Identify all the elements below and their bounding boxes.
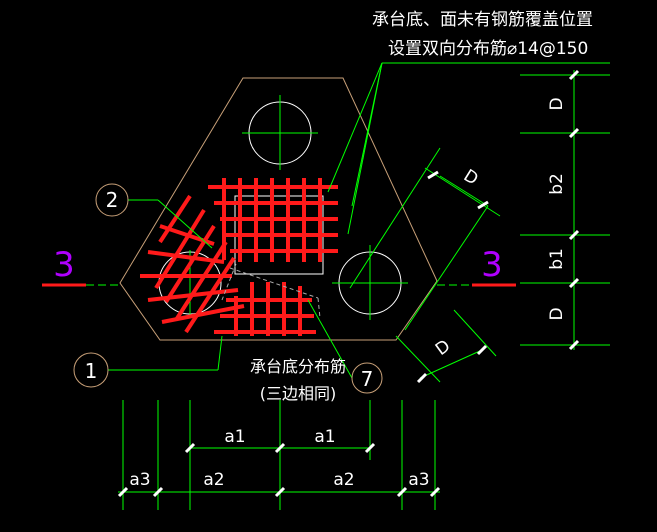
- dim-right-b1: b1: [547, 248, 567, 270]
- rebar-mesh-center: [208, 178, 338, 262]
- note-leaders: [327, 62, 610, 235]
- pile-cap-outline: [119, 77, 438, 341]
- dim-bottom-a1-left: a1: [224, 427, 245, 447]
- section-mark-right: 3: [481, 245, 503, 285]
- callout-1-label: 1: [85, 359, 98, 383]
- dimension-right-ticks: [568, 69, 580, 351]
- callout-circles: [73, 183, 383, 394]
- note-line-1: 承台底、面未有钢筋覆盖位置: [372, 10, 593, 30]
- callout-7-label: 7: [361, 367, 374, 391]
- dim-bottom-a3-left: a3: [129, 470, 150, 490]
- rebar-mesh-left: [140, 194, 245, 334]
- callout-leaders: [108, 199, 353, 379]
- dim-right-b2: b2: [547, 173, 567, 195]
- bottom-label-line-2: (三边相同): [260, 384, 337, 403]
- dimension-diagonal-ticks: [416, 170, 489, 384]
- note-line-2: 设置双向分布筋⌀14@150: [388, 39, 588, 59]
- dim-bottom-a1-right: a1: [314, 427, 335, 447]
- dim-bottom-a2-right: a2: [333, 470, 354, 490]
- bottom-label-line-1: 承台底分布筋: [250, 357, 346, 376]
- reference-diagonals: [221, 263, 321, 319]
- callout-circle-7: [351, 362, 383, 394]
- callout-circle-2: [95, 183, 129, 217]
- dimension-diagonal: [349, 147, 501, 383]
- dim-right-d-bottom: D: [547, 307, 567, 320]
- dim-right-d-top: D: [547, 97, 567, 110]
- rebar-mesh-bottom: [214, 282, 316, 336]
- section-mark-left: 3: [53, 245, 75, 285]
- callout-2-label: 2: [106, 188, 119, 212]
- callout-circle-1: [73, 352, 109, 388]
- dim-bottom-a3-right: a3: [408, 470, 429, 490]
- dimension-right: [520, 70, 610, 350]
- dimension-bottom-ticks: [117, 442, 441, 498]
- dim-bottom-a2-left: a2: [203, 470, 224, 490]
